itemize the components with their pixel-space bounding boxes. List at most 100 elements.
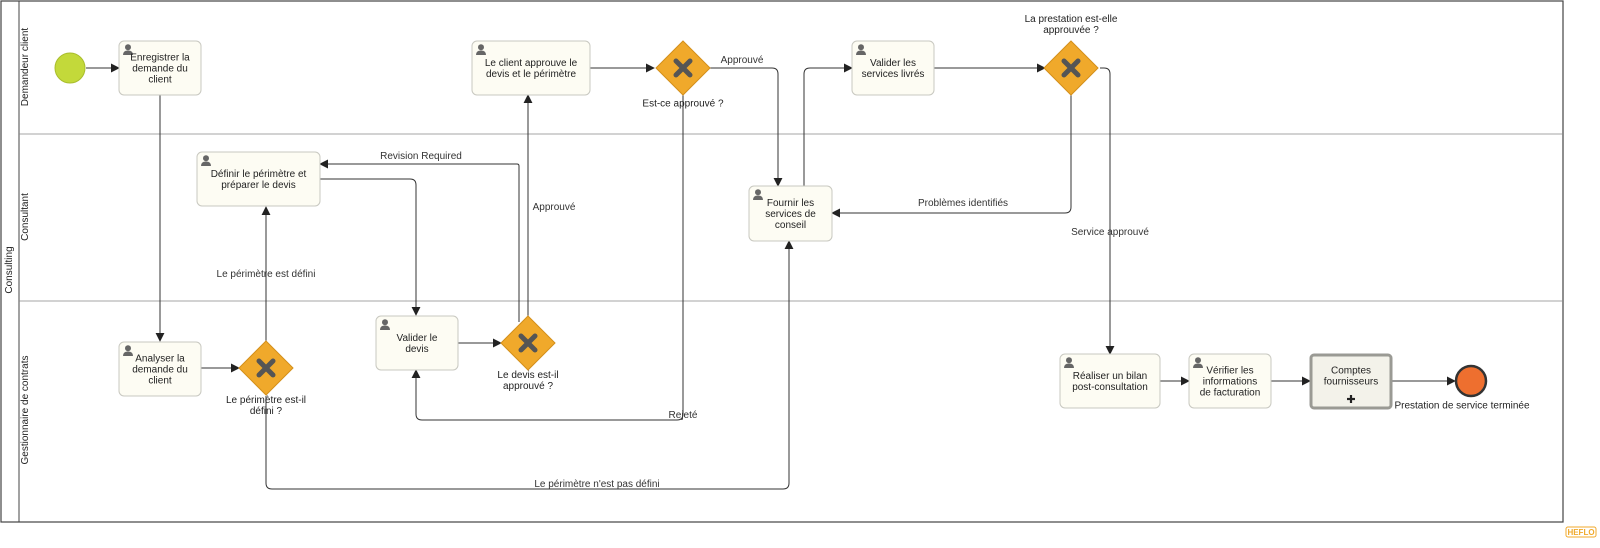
collapsed-plus-icon (1347, 395, 1355, 403)
lane-label-demandeur: Demandeur client (20, 28, 31, 107)
task-analyser-demande-label-line: client (148, 376, 172, 387)
task-realiser-bilan-label-line: post-consultation (1072, 382, 1148, 393)
task-fournir-services-label-line: services de (765, 209, 816, 220)
gateway-devis-approuve-label-line: approuvé ? (503, 381, 553, 392)
flow-g2-to-t8 (1100, 67, 1115, 355)
user-icon (856, 44, 866, 55)
task-enregistrer-demande-label-line: Enregistrer la (130, 53, 190, 64)
user-icon (123, 44, 133, 55)
flow-g3-to-t5 (265, 240, 794, 490)
flow-label-perimetre-non: Le périmètre n'est pas défini (534, 479, 659, 490)
end-event[interactable] (1454, 364, 1488, 398)
flow-label-problemes: Problèmes identifiés (918, 198, 1008, 209)
task-fournir-services-label-line: conseil (775, 220, 806, 231)
user-icon (1193, 357, 1203, 368)
flow-labels: Approuvé Revision Required Approuvé Prob… (217, 55, 1150, 490)
heflo-logo-text: HEFLO (1567, 528, 1594, 537)
gateway-perimetre-defini-label-line: Le périmètre est-il (226, 395, 306, 406)
flow-label-service-approuve: Service approuvé (1071, 227, 1149, 238)
flow-label-approuve-top: Approuvé (721, 55, 764, 66)
flow-t5-to-t3 (803, 63, 853, 186)
task-enregistrer-demande-label-line: demande du (132, 64, 188, 75)
task-valider-devis-label-line: Valider le (397, 333, 438, 344)
gateway-prestation-approuvee-label-line: La prestation est-elle (1025, 14, 1118, 25)
gateway-prestation-approuvee[interactable] (1043, 40, 1099, 96)
user-icon (123, 345, 133, 356)
task-realiser-bilan-label-line: Réaliser un bilan (1073, 371, 1148, 382)
task-verifier-facturation-label-line: Vérifier les (1206, 366, 1253, 377)
flow-g2-to-t5 (831, 95, 1072, 218)
task-valider-services-label-line: Valider les (870, 58, 916, 69)
task-valider-devis-label-line: devis (405, 344, 428, 355)
flow-label-approuve-mid: Approuvé (533, 202, 576, 213)
subprocess-label-line: fournisseurs (1324, 377, 1378, 388)
gateway-devis-approuve[interactable] (500, 315, 556, 371)
user-icon (380, 319, 390, 330)
task-definir-perimetre-label-line: préparer le devis (221, 180, 295, 191)
gateway-prestation-approuvee-label-line: approuvée ? (1043, 25, 1099, 36)
gateway-est-ce-approuve-label: Est-ce approuvé ? (642, 99, 724, 110)
task-analyser-demande-label-line: demande du (132, 365, 188, 376)
flow-label-revision: Revision Required (380, 151, 462, 162)
heflo-logo: HEFLO (1565, 526, 1597, 538)
task-fournir-services-label-line: Fournir les (767, 198, 814, 209)
start-event[interactable] (54, 52, 86, 84)
task-verifier-facturation-label-line: informations (1203, 377, 1257, 388)
task-valider-services-label-line: services livrés (862, 69, 925, 80)
gateway-perimetre-defini[interactable] (238, 340, 294, 396)
gateway-est-ce-approuve-label-line: Est-ce approuvé ? (642, 99, 724, 110)
pool-label: Consulting (4, 246, 15, 293)
lane-label-consultant: Consultant (20, 193, 31, 241)
end-event-label: Prestation de service terminée (1394, 401, 1530, 412)
task-verifier-facturation-label-line: de facturation (1200, 388, 1261, 399)
task-client-approuve-label-line: devis et le périmètre (486, 69, 576, 80)
sequence-flows (86, 63, 1456, 490)
event-labels: Prestation de service terminée (1394, 401, 1530, 412)
gateway-x-icon (256, 358, 276, 378)
gateway-x-icon (1061, 58, 1081, 78)
gateway-x-icon (673, 58, 693, 78)
flow-g1-to-t5 (710, 67, 783, 187)
gateway-est-ce-approuve[interactable] (655, 40, 711, 96)
gateway-devis-approuve-label-line: Le devis est-il (497, 370, 558, 381)
lane-label-gestionnaire: Gestionnaire de contrats (20, 356, 31, 465)
task-client-approuve-label-line: Le client approuve le (485, 58, 578, 69)
flow-label-perimetre-defini: Le périmètre est défini (217, 269, 316, 280)
user-icon (1064, 357, 1074, 368)
flow-g1-to-t7 (411, 95, 684, 421)
user-icon (201, 155, 211, 166)
flow-t4-to-t7 (320, 178, 421, 316)
user-icon (753, 189, 763, 200)
subprocess-label-line: Comptes (1331, 366, 1371, 377)
flow-g4-to-t4 (319, 159, 520, 322)
task-enregistrer-demande-label-line: client (148, 75, 172, 86)
gateway-perimetre-defini-label-line: défini ? (250, 406, 283, 417)
pool: Consulting Demandeur client Consultant G… (0, 0, 1564, 523)
task-analyser-demande-label-line: Analyser la (135, 354, 185, 365)
